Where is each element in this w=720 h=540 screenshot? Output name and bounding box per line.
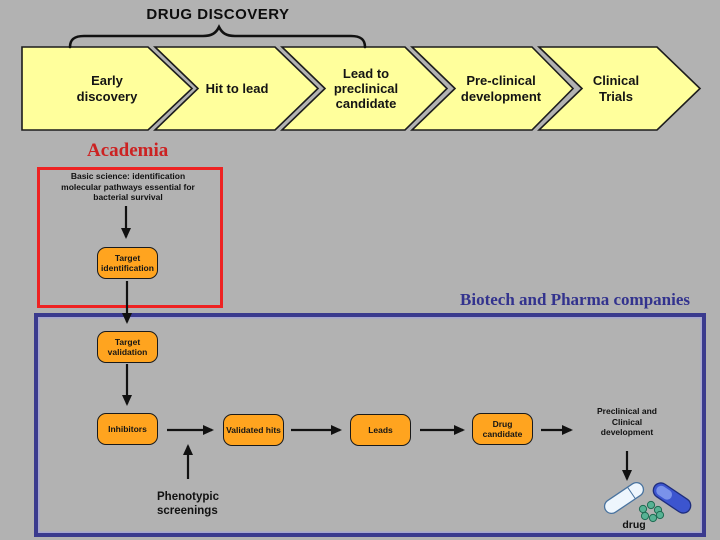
target-validation-box: Target validation — [97, 331, 158, 363]
drug-candidate-box: Drug candidate — [472, 413, 533, 445]
biotech-box — [34, 313, 706, 537]
stage-label-preclinical-development: Pre-clinical development — [460, 73, 542, 104]
page-title: DRUG DISCOVERY — [146, 6, 290, 23]
drug-candidate-label: Drug candidate — [482, 418, 523, 439]
target-validation-label: Target validation — [107, 336, 148, 357]
leads-box: Leads — [350, 414, 411, 446]
target-identification-box: Target identification — [97, 247, 158, 279]
stage-label-lead-to-preclinical: Lead to preclinical candidate — [333, 65, 399, 112]
inhibitors-label: Inhibitors — [108, 423, 147, 434]
validated-hits-box: Validated hits — [223, 414, 284, 446]
stage-label-early-discovery: Early discovery — [76, 73, 138, 104]
academia-heading: Academia — [87, 140, 169, 161]
stage-label-hit-to-lead: Hit to lead — [205, 80, 269, 96]
preclinical-clinical-note: Preclinical and Clinical development — [597, 406, 657, 438]
validated-hits-label: Validated hits — [226, 424, 281, 435]
brace-icon — [68, 24, 367, 49]
target-identification-label: Target identification — [101, 252, 154, 273]
basic-science-note: Basic science: identification molecular … — [61, 171, 195, 203]
biotech-heading: Biotech and Pharma companies — [460, 290, 690, 309]
drug-caption: drug — [622, 519, 646, 531]
phenotypic-screenings-label: Phenotypic screenings — [157, 491, 219, 517]
stage-label-clinical-trials: Clinical Trials — [592, 73, 640, 104]
academia-box — [37, 167, 223, 308]
inhibitors-box: Inhibitors — [97, 413, 158, 445]
leads-label: Leads — [368, 424, 393, 435]
